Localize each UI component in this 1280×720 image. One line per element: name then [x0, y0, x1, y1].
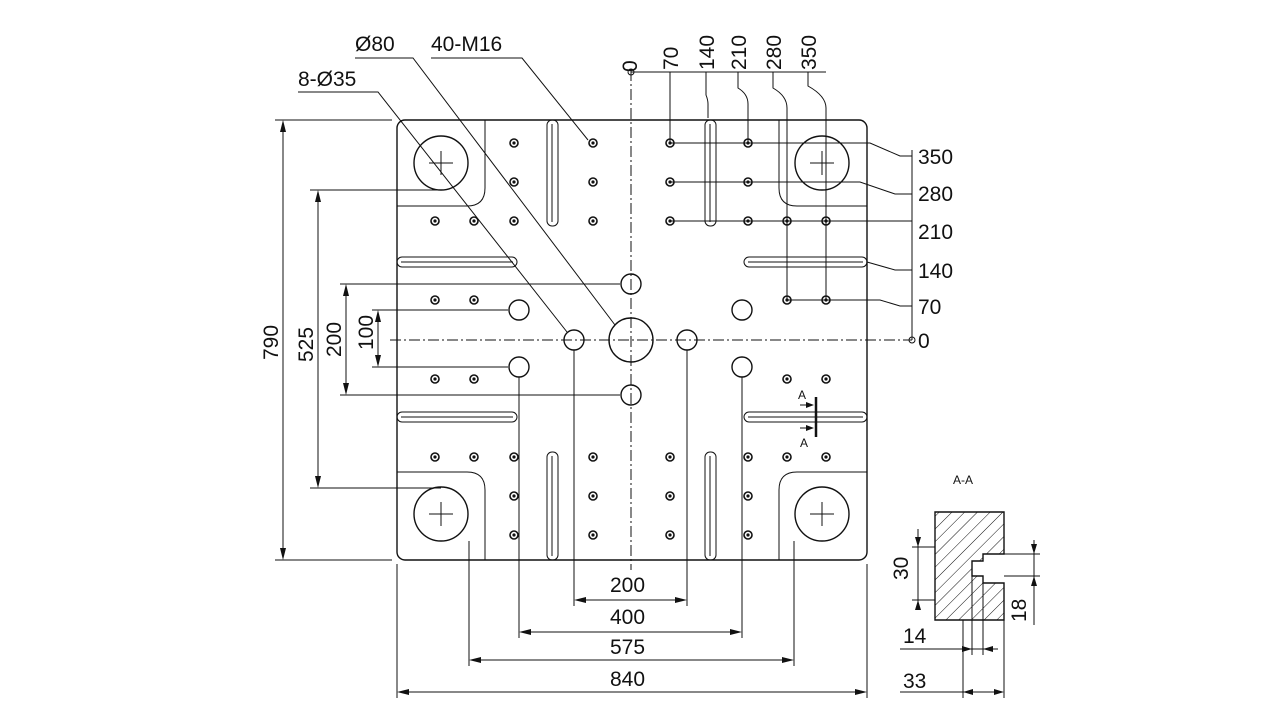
corner-hole-bottom-right: [794, 486, 850, 542]
section-title: A-A: [953, 473, 973, 487]
callout-bore-diameter: Ø80: [355, 33, 395, 56]
section-dim-14: 14: [903, 625, 927, 648]
tapped-hole-center: [512, 141, 516, 145]
section-dim-18: 18: [1008, 599, 1031, 622]
grid-x-labels: 0 70 140 210 280 350: [619, 35, 821, 72]
section-cut-marker: A A: [798, 388, 818, 450]
dim-400: 400: [610, 606, 645, 629]
tapped-hole-center: [512, 219, 516, 223]
corner-hole-top-left: [413, 135, 469, 191]
tapped-hole-center: [512, 533, 516, 537]
callouts: Ø80 40-M16 8-Ø35: [298, 33, 616, 333]
tapped-hole-center: [433, 298, 437, 302]
corner-hole-top-right: [794, 135, 850, 191]
grid-y-label-140: 140: [918, 260, 953, 283]
left-dimensions: 790 525 200 100: [260, 119, 620, 561]
tapped-hole-center: [433, 455, 437, 459]
cut-marker-label-top: A: [798, 388, 806, 402]
grid-y-label-280: 280: [918, 183, 953, 206]
grid-x-label-350: 350: [798, 35, 821, 70]
tapped-hole-center: [591, 455, 595, 459]
tapped-hole-center: [591, 219, 595, 223]
tapped-hole-center: [824, 377, 828, 381]
tapped-hole-center: [785, 455, 789, 459]
grid-x-label-280: 280: [763, 35, 786, 70]
cut-marker-label-bottom: A: [800, 436, 808, 450]
tapped-hole-center: [433, 219, 437, 223]
dim-840: 840: [610, 668, 645, 691]
tapped-hole-center: [591, 494, 595, 498]
tapped-hole-center: [668, 494, 672, 498]
center-lines: [390, 70, 912, 570]
grid-y-labels: 350 280 210 140 70 0: [918, 146, 953, 353]
t-slots: [396, 119, 868, 561]
tapped-hole-center: [472, 298, 476, 302]
tapped-hole-center: [512, 455, 516, 459]
tapped-hole-center: [591, 180, 595, 184]
tapped-hole-center: [746, 455, 750, 459]
grid-x-label-0: 0: [619, 60, 642, 72]
dim-575: 575: [610, 636, 645, 659]
grid-leaders: [627, 68, 916, 344]
section-a-a: A-A 30 18 14 33: [890, 473, 1040, 698]
tapped-hole-center: [591, 533, 595, 537]
tapped-hole-center: [472, 377, 476, 381]
dim-525: 525: [295, 327, 318, 362]
tapped-hole-center: [472, 219, 476, 223]
callout-tapped-holes: 40-M16: [431, 33, 502, 56]
grid-y-label-210: 210: [918, 221, 953, 244]
tapped-hole-center: [472, 455, 476, 459]
section-dim-33: 33: [903, 670, 926, 693]
tapped-hole-center: [785, 377, 789, 381]
section-dim-30: 30: [890, 557, 913, 580]
center-bore: [608, 317, 654, 363]
corner-hole-bottom-left: [413, 486, 469, 542]
tapped-hole-center: [433, 377, 437, 381]
tapped-hole-center: [591, 141, 595, 145]
callout-through-holes: 8-Ø35: [298, 68, 356, 91]
bottom-dimensions: 200 400 575 840: [396, 350, 868, 698]
tapped-hole-center: [668, 533, 672, 537]
tapped-hole-center: [512, 494, 516, 498]
grid-y-label-70: 70: [918, 296, 941, 319]
dim-790: 790: [260, 325, 283, 360]
tapped-hole-center: [746, 494, 750, 498]
dim-200-vertical: 200: [323, 322, 346, 357]
grid-x-label-70: 70: [660, 47, 683, 70]
dim-200-horizontal: 200: [610, 574, 645, 597]
grid-x-label-140: 140: [696, 35, 719, 70]
tapped-hole-center: [746, 533, 750, 537]
grid-y-label-350: 350: [918, 146, 953, 169]
tapped-hole-center: [824, 455, 828, 459]
grid-y-label-0: 0: [918, 330, 930, 353]
tapped-hole-center: [668, 455, 672, 459]
dim-100-vertical: 100: [355, 315, 378, 350]
corner-holes: [413, 135, 850, 542]
section-profile: [934, 511, 1005, 621]
tapped-hole-center: [512, 180, 516, 184]
grid-x-label-210: 210: [728, 35, 751, 70]
